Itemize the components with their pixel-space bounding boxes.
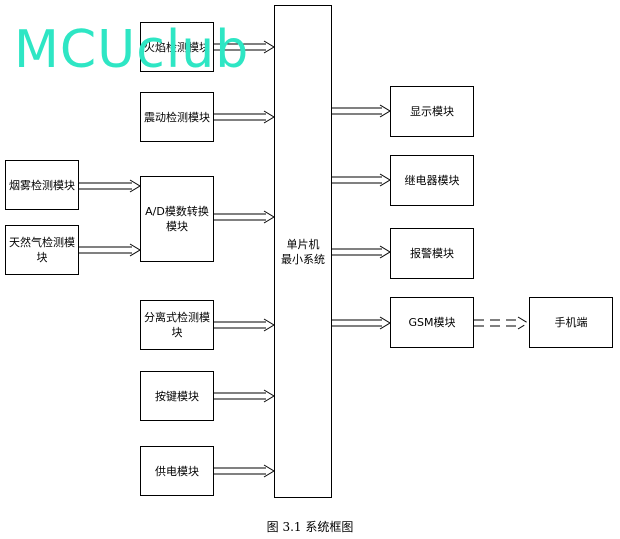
gsm-label: GSM模块 xyxy=(408,316,456,329)
arrow-gas-to-adc xyxy=(79,243,141,257)
gas-detection-label: 天然气检测模块 xyxy=(9,236,75,264)
display-module: 显示模块 xyxy=(390,86,474,137)
arrow-separation-to-mcu xyxy=(213,318,275,332)
mcuclub-watermark: MCUclub xyxy=(14,20,250,80)
vibration-detection-label: 震动检测模块 xyxy=(144,110,210,124)
adc-module: A/D模数转换模块 xyxy=(140,176,214,262)
arrow-mcu-to-relay xyxy=(332,173,391,187)
fire-detection-module: 火焰检测模块 xyxy=(140,22,214,72)
power-module: 供电模块 xyxy=(140,446,214,496)
smoke-detection-module: 烟雾检测模块 xyxy=(5,160,79,210)
fire-detection-label: 火焰检测模块 xyxy=(144,40,210,54)
adc-label: A/D模数转换模块 xyxy=(145,205,209,233)
arrow-vibration-to-mcu xyxy=(213,110,275,124)
gas-detection-module: 天然气检测模块 xyxy=(5,225,79,275)
display-label: 显示模块 xyxy=(410,105,454,118)
arrow-power-to-mcu xyxy=(213,464,275,478)
mcu-label-line2: 最小系统 xyxy=(281,252,325,266)
alarm-module: 报警模块 xyxy=(390,228,474,279)
arrow-keys-to-mcu xyxy=(213,389,275,403)
arrow-mcu-to-display xyxy=(332,104,391,118)
vibration-detection-module: 震动检测模块 xyxy=(140,92,214,142)
phone-label: 手机端 xyxy=(554,316,588,329)
keys-label: 按键模块 xyxy=(155,389,199,403)
mcu-label-line1: 单片机 xyxy=(286,237,320,251)
dashed-link-gsm-to-phone xyxy=(474,316,529,330)
separation-detection-label: 分离式检测模块 xyxy=(144,311,210,339)
phone-terminal: 手机端 xyxy=(529,297,613,348)
relay-label: 继电器模块 xyxy=(404,174,460,187)
gsm-module: GSM模块 xyxy=(390,297,474,348)
smoke-detection-label: 烟雾检测模块 xyxy=(9,178,75,192)
mcu-minimum-system: 单片机 最小系统 xyxy=(274,5,332,498)
arrow-mcu-to-alarm xyxy=(332,245,391,259)
relay-module: 继电器模块 xyxy=(390,155,474,206)
keys-module: 按键模块 xyxy=(140,371,214,421)
figure-caption: 图 3.1 系统框图 xyxy=(266,520,354,534)
arrow-smoke-to-adc xyxy=(79,179,141,193)
arrow-mcu-to-gsm xyxy=(332,316,391,330)
power-label: 供电模块 xyxy=(155,464,199,478)
arrow-adc-to-mcu xyxy=(213,210,275,224)
alarm-label: 报警模块 xyxy=(410,247,454,260)
separation-detection-module: 分离式检测模块 xyxy=(140,300,214,350)
